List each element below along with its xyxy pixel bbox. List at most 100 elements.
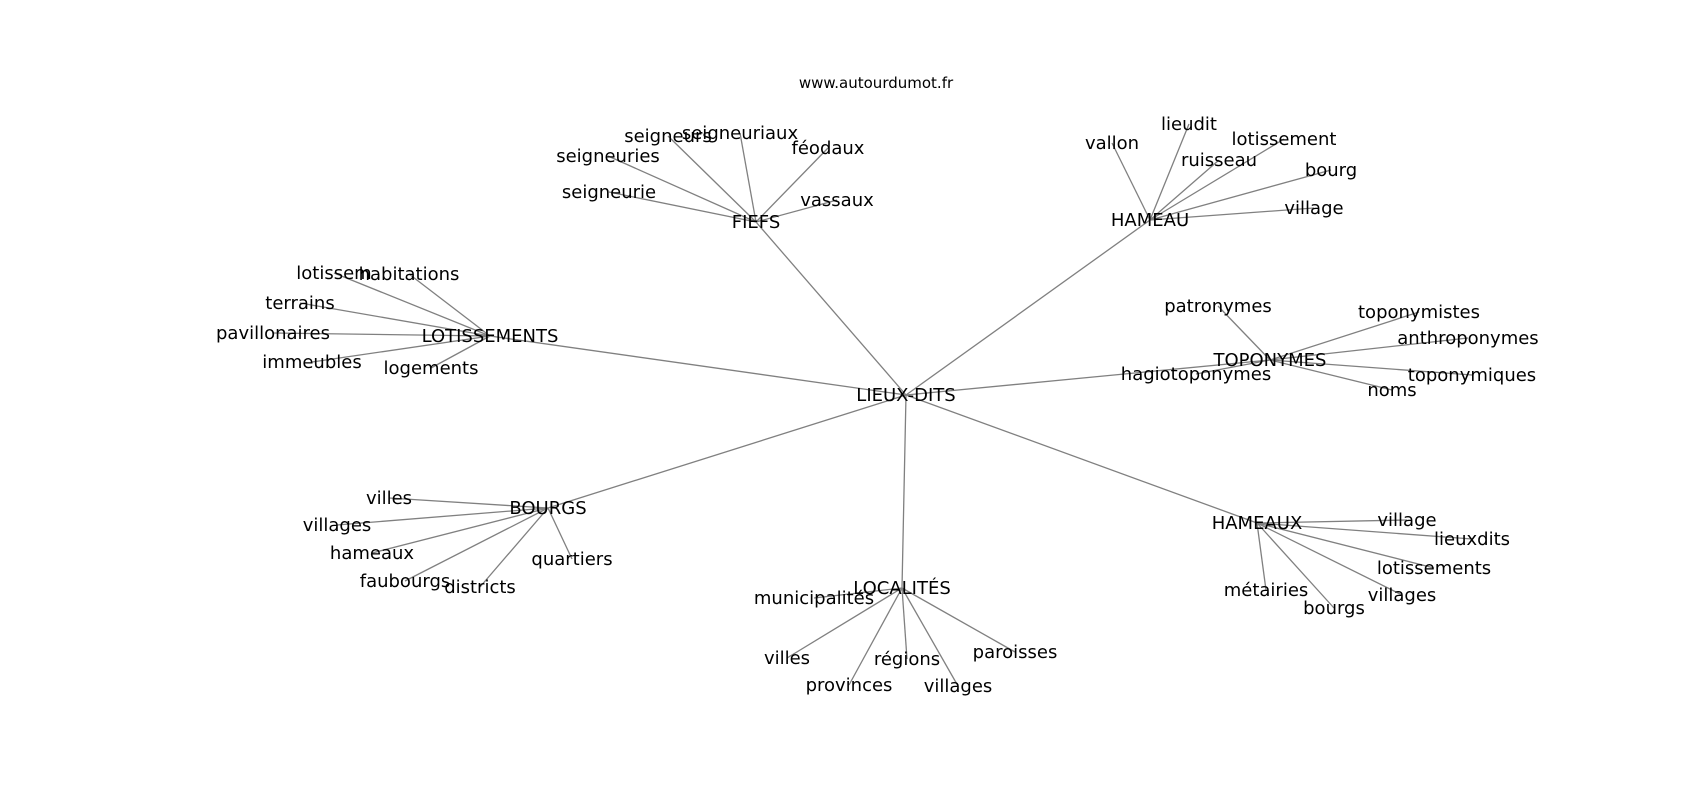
leaf-node-label: toponymistes (1358, 302, 1480, 323)
hub-leaf-edge (408, 273, 491, 337)
leaf-node-label: terrains (265, 293, 334, 314)
hub-leaf-edge (1269, 359, 1393, 391)
hub-node-label: LOCALITÉS (853, 577, 951, 599)
hub-leaf-edge (371, 507, 549, 554)
leaf-node-label: districts (444, 577, 516, 598)
leaf-node-label: villes (366, 488, 412, 509)
hub-leaf-edge (1256, 522, 1435, 569)
center-hub-edge (901, 394, 907, 589)
hub-node-label: HAMEAUX (1212, 513, 1303, 534)
hub-node-label: LOTISSEMENTS (422, 326, 559, 347)
leaf-node-label: village (1284, 198, 1343, 219)
hub-leaf-edge (1111, 142, 1151, 221)
leaf-node-label: villages (1368, 585, 1437, 606)
leaf-node-label: habitations (359, 264, 460, 285)
hub-node-label: BOURGS (509, 498, 586, 519)
hub-leaf-edge (901, 587, 959, 687)
leaf-node-label: métairies (1224, 580, 1309, 601)
leaf-node-label: seigneuries (556, 146, 660, 167)
center-hub-edge (755, 221, 907, 396)
leaf-node-label: vallon (1085, 133, 1139, 154)
hub-leaf-edge (272, 332, 491, 337)
leaf-node-label: faubourgs (360, 571, 451, 592)
hub-node-label: FIEFS (732, 212, 781, 233)
hub-leaf-edge (1195, 359, 1271, 375)
hub-leaf-edge (755, 199, 838, 223)
hub-leaf-edge (1269, 337, 1469, 361)
leaf-node-label: pavillonaires (216, 323, 330, 344)
hub-leaf-edge (667, 135, 757, 223)
hub-leaf-edge (336, 507, 549, 526)
center-hub-edge (905, 219, 1151, 396)
hub-leaf-edge (1269, 359, 1473, 376)
hub-leaf-edge (1149, 138, 1285, 221)
leaf-node-label: régions (874, 649, 940, 670)
hub-leaf-edge (388, 497, 549, 509)
hub-leaf-edge (299, 302, 491, 337)
leaf-node-label: lieudit (1161, 114, 1217, 135)
hub-leaf-edge (786, 587, 903, 659)
source-url: www.autourdumot.fr (799, 74, 954, 92)
leaf-node-label: provinces (806, 675, 893, 696)
leaf-node-label: lieuxdits (1434, 529, 1510, 550)
leaf-node-label: villes (764, 648, 810, 669)
hub-leaf-edge (547, 507, 573, 560)
leaf-node-label: lotissem (296, 263, 371, 284)
leaf-node-label: ruisseau (1181, 150, 1257, 171)
leaf-node-label: village (1377, 510, 1436, 531)
hub-leaf-edge (739, 132, 757, 223)
leaf-node-label: villages (303, 515, 372, 536)
center-hub-edge (547, 394, 907, 509)
hub-node-label: HAMEAU (1111, 210, 1189, 231)
hub-leaf-edge (1149, 169, 1332, 221)
hub-leaf-edge (404, 507, 549, 582)
node-labels: LIEUX-DITSFIEFSseigneursseigneuriauxféod… (216, 114, 1539, 697)
hub-leaf-edge (1256, 522, 1267, 591)
leaf-node-label: municipalités (754, 588, 874, 609)
hub-leaf-edge (813, 587, 903, 599)
hub-leaf-edge (608, 191, 757, 223)
hub-node-label: TOPONYMES (1213, 350, 1327, 371)
center-hub-edge (489, 335, 907, 396)
hub-leaf-edge (1269, 311, 1420, 361)
hub-leaf-edge (1256, 519, 1408, 524)
leaf-node-label: toponymiques (1408, 365, 1536, 386)
leaf-node-label: patronymes (1164, 296, 1272, 317)
leaf-node-label: seigneurs (624, 126, 712, 147)
hub-leaf-edge (1256, 522, 1335, 609)
hub-leaf-edge (479, 507, 549, 588)
hub-leaf-edge (333, 272, 491, 337)
leaf-node-label: hagiotoponymes (1121, 364, 1271, 385)
hub-leaf-edge (430, 335, 491, 369)
leaf-node-label: féodaux (792, 138, 865, 159)
hub-leaf-edge (755, 147, 829, 223)
leaf-node-label: villages (924, 676, 993, 697)
leaf-node-label: lotissement (1232, 129, 1337, 150)
leaf-node-label: hameaux (330, 543, 414, 564)
hub-leaf-edge (1217, 305, 1271, 361)
leaf-node-label: lotissements (1377, 558, 1491, 579)
hub-leaf-edge (848, 587, 903, 686)
hub-leaf-edge (1256, 522, 1473, 540)
hub-leaf-edge (901, 587, 1016, 653)
hub-leaf-edge (1149, 123, 1190, 221)
leaf-node-label: bourgs (1303, 598, 1365, 619)
leaf-node-label: immeubles (262, 352, 361, 373)
leaf-node-label: quartiers (531, 549, 612, 570)
leaf-node-label: paroisses (973, 642, 1058, 663)
hub-leaf-edge (311, 335, 491, 363)
hub-leaf-edge (901, 587, 908, 660)
leaf-node-label: bourg (1305, 160, 1357, 181)
leaf-node-label: noms (1367, 380, 1416, 401)
hub-leaf-edge (1256, 522, 1403, 596)
leaf-node-label: seigneurie (562, 182, 656, 203)
center-node-label: LIEUX-DITS (856, 385, 955, 406)
leaf-node-label: logements (384, 358, 479, 379)
hub-leaf-edge (1149, 159, 1220, 221)
hub-leaf-edge (607, 155, 757, 223)
leaf-node-label: vassaux (800, 190, 874, 211)
edges (272, 123, 1473, 687)
center-hub-edge (905, 394, 1258, 524)
hub-leaf-edge (1149, 207, 1315, 221)
